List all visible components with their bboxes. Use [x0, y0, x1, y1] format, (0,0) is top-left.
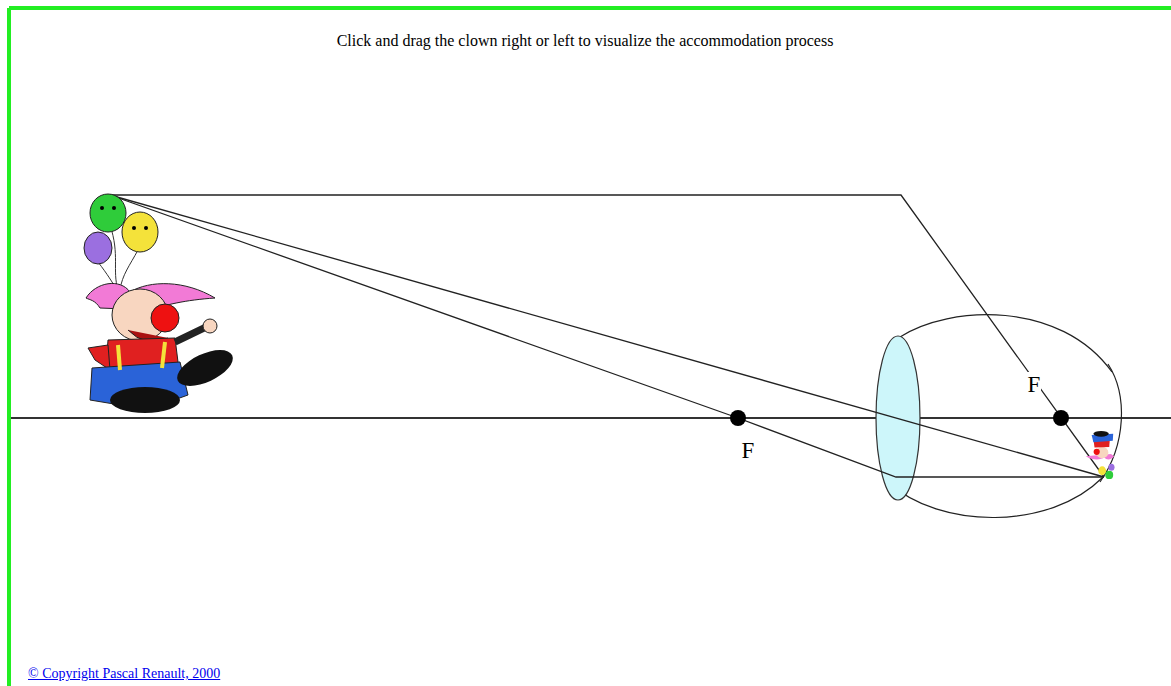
eyeball-bottom [888, 478, 1102, 518]
focal-label: F [1027, 372, 1042, 397]
focal-point [730, 410, 746, 426]
instruction-title: Click and drag the clown right or left t… [337, 32, 834, 50]
copyright-link: © Copyright Pascal Renault, 2000 [28, 666, 220, 681]
parallel-ray [110, 195, 1104, 477]
focal-label: F [741, 438, 756, 463]
central-ray [110, 195, 1104, 477]
frame-top [9, 6, 1171, 10]
optical-axis [11, 417, 1171, 419]
retinal-image [1086, 431, 1115, 479]
clown-figure [84, 194, 238, 413]
eyeball-top [900, 315, 1112, 372]
focal-ray [110, 195, 1104, 477]
focal-point [1053, 410, 1069, 426]
eyeball-back [1100, 364, 1121, 482]
frame-left [7, 8, 11, 686]
